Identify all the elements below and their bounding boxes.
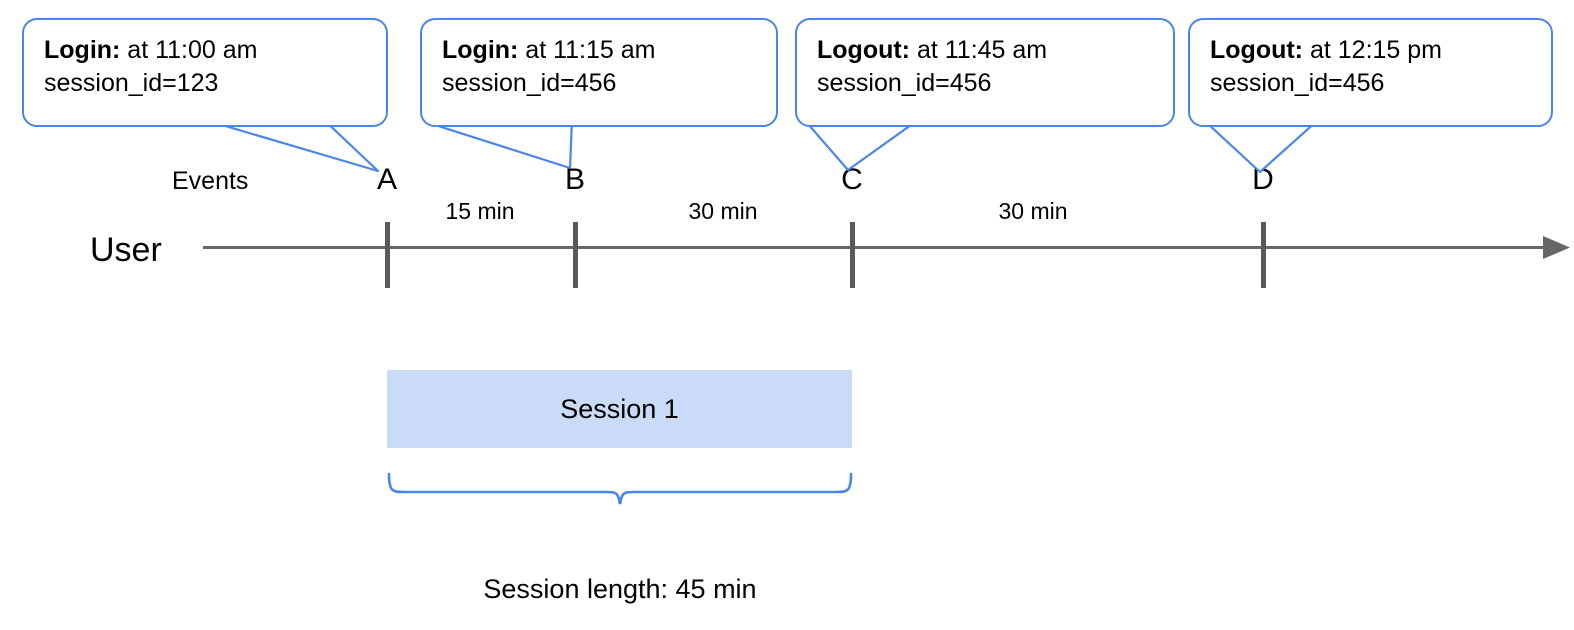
session-bar-label: Session 1 (560, 393, 679, 424)
callout-c-detail: session_id=456 (817, 69, 992, 97)
callout-d-time: at 12:15 pm (1303, 36, 1442, 64)
interval-label-ab: 15 min (445, 198, 515, 224)
user-row-label: User (90, 231, 162, 269)
timeline-tick-c (850, 222, 855, 288)
callout-b-label: Login: (442, 36, 519, 64)
callout-d-label: Logout: (1210, 36, 1304, 64)
session-bar: Session 1 (387, 370, 852, 448)
timeline-point-c: C (841, 163, 863, 196)
callout-c-label: Logout: (817, 36, 911, 64)
callout-a-label: Login: (44, 36, 121, 64)
timeline-axis (203, 246, 1553, 249)
callout-a-detail: session_id=123 (44, 69, 219, 97)
timeline-tick-b (573, 222, 578, 288)
interval-label-bc: 30 min (688, 198, 758, 224)
callout-bubble-d: Logout: at 12:15 pm session_id=456 (1188, 18, 1553, 127)
callout-a-time: at 11:00 am (120, 36, 258, 64)
callout-c-time: at 11:45 am (910, 36, 1048, 64)
timeline-tick-d (1261, 222, 1266, 288)
callout-b-detail: session_id=456 (442, 69, 617, 97)
callout-bubble-b: Login: at 11:15 am session_id=456 (420, 18, 778, 127)
interval-label-cd: 30 min (998, 198, 1068, 224)
timeline-point-d: D (1252, 163, 1274, 196)
timeline-point-a: A (376, 163, 397, 196)
timeline-tick-a (385, 222, 390, 288)
callout-tail-b-icon (430, 118, 574, 170)
session-length-caption: Session length: 45 min (483, 574, 757, 604)
timeline-point-b: B (564, 163, 585, 196)
events-row-label: Events (172, 167, 249, 195)
callout-bubble-a: Login: at 11:00 am session_id=123 (22, 18, 388, 127)
callout-b-time: at 11:15 am (518, 36, 656, 64)
callout-d-detail: session_id=456 (1210, 69, 1385, 97)
callout-bubble-c: Logout: at 11:45 am session_id=456 (795, 18, 1175, 127)
